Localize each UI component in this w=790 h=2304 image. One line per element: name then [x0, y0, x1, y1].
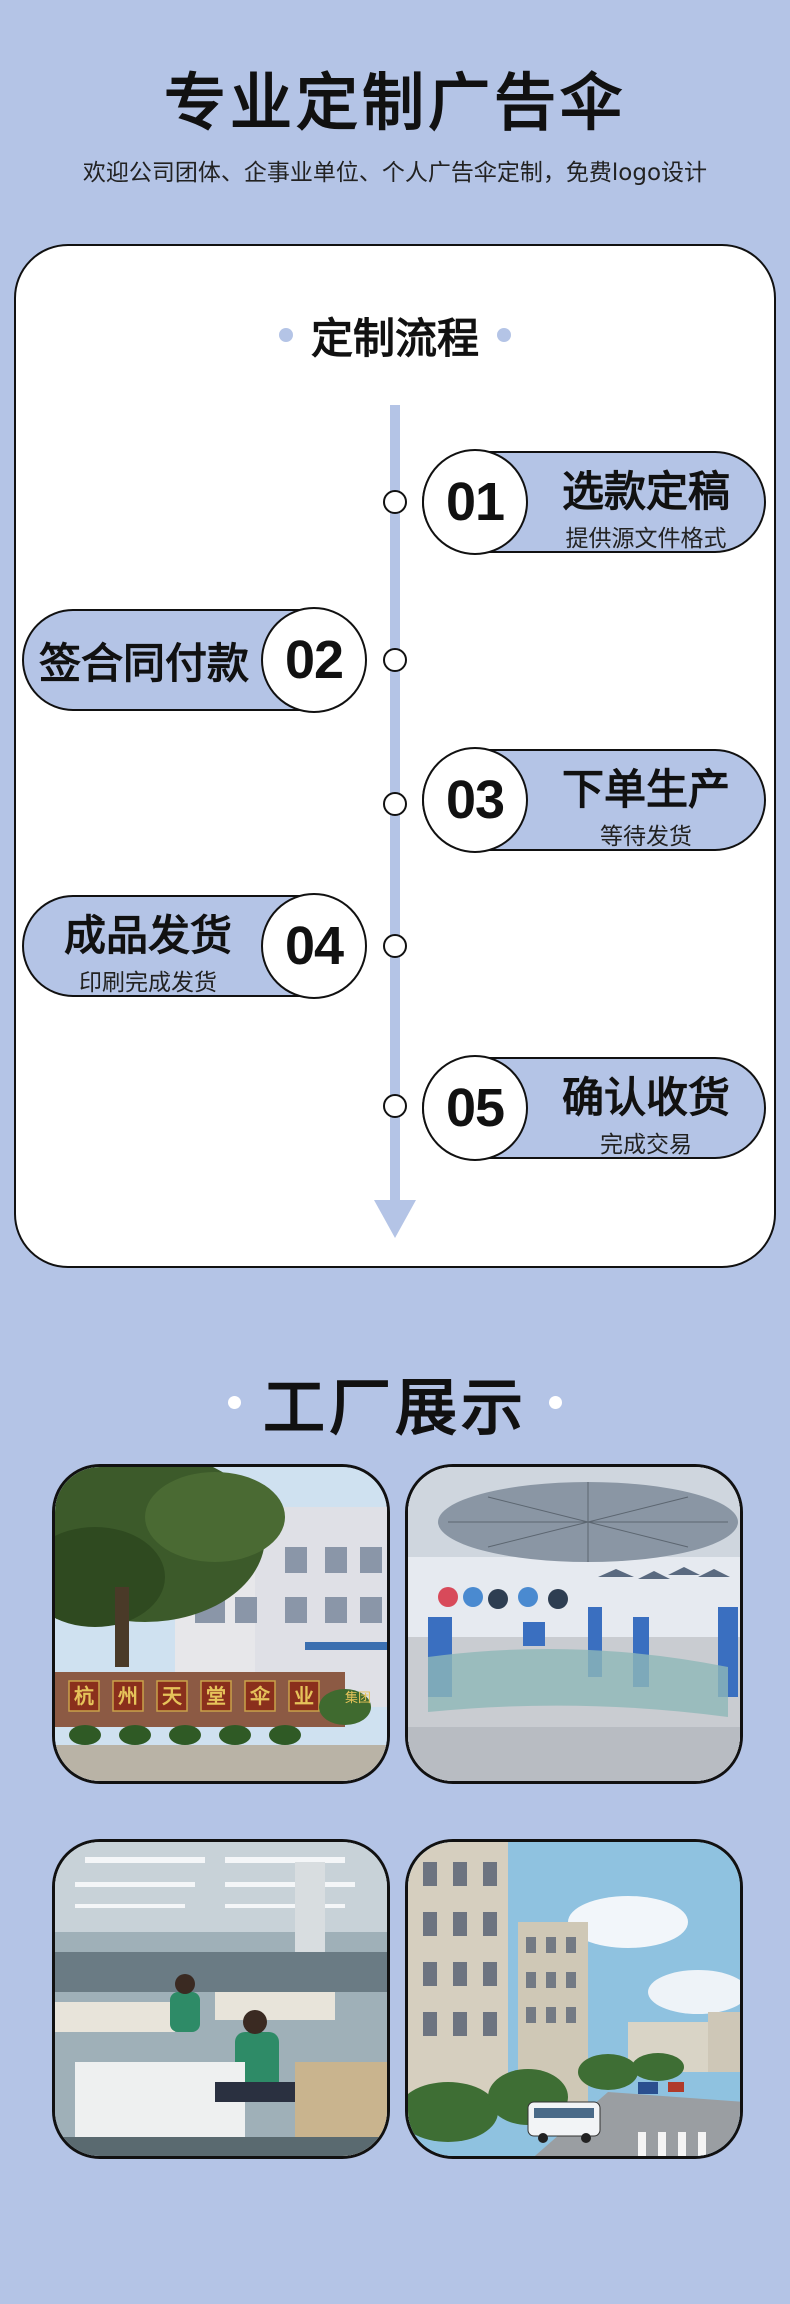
step-05-subtitle: 完成交易: [600, 1132, 692, 1158]
showroom-photo: [405, 1464, 743, 1784]
step-03-title: 下单生产: [561, 765, 730, 814]
step-03-number: 03: [422, 747, 528, 853]
step-04-title: 成品发货: [63, 911, 232, 960]
factory-sign-char: 伞: [249, 1684, 271, 1708]
title-dot-icon: [497, 328, 511, 342]
step-05-text: 确认收货 完成交易: [530, 1064, 762, 1159]
step-01-title: 选款定稿: [561, 467, 730, 516]
step-05-number: 05: [422, 1055, 528, 1161]
factory-sign-char: 杭: [74, 1684, 94, 1708]
timeline-node-4: [383, 934, 407, 958]
step-02-title: 签合同付款: [38, 639, 249, 688]
factory-title-row: 工厂展示: [0, 1365, 790, 1444]
step-01-text: 选款定稿 提供源文件格式: [530, 458, 762, 553]
step-04-text: 成品发货 印刷完成发货: [32, 902, 264, 997]
step-03-subtitle: 等待发货: [600, 824, 692, 850]
step-02-text: 签合同付款: [26, 630, 262, 691]
title-dot-icon: [227, 1395, 241, 1409]
title-dot-icon: [549, 1395, 562, 1409]
step-01-subtitle: 提供源文件格式: [565, 526, 727, 552]
timeline-node-3: [383, 792, 407, 816]
step-05-title: 确认收货: [561, 1073, 730, 1122]
factory-gate-photo: 杭州天堂伞业 集团: [52, 1464, 390, 1784]
workshop-photo: [52, 1839, 390, 2159]
factory-sign-char: 集团: [345, 1690, 371, 1706]
factory-title: 工厂展示: [262, 1371, 527, 1444]
step-03-text: 下单生产 等待发货: [530, 756, 762, 851]
factory-sign-char: 业: [294, 1684, 314, 1708]
page-title: 专业定制广告伞: [163, 66, 626, 139]
step-04-subtitle: 印刷完成发货: [79, 970, 217, 996]
timeline-node-5: [383, 1094, 407, 1118]
title-dot-icon: [278, 328, 293, 342]
arrow-down-icon: [374, 1200, 416, 1238]
page-subtitle: 欢迎公司团体、企事业单位、个人广告伞定制，免费logo设计: [82, 160, 708, 186]
process-title-row: 定制流程: [0, 305, 790, 365]
step-04-number: 04: [261, 893, 367, 999]
timeline-node-1: [383, 490, 407, 514]
step-02-number: 02: [261, 607, 367, 713]
step-01-number: 01: [422, 449, 528, 555]
factory-sign-char: 州: [118, 1684, 138, 1708]
process-title: 定制流程: [310, 313, 479, 363]
factory-sign-char: 天: [162, 1684, 183, 1708]
factory-sign-char: 堂: [206, 1684, 226, 1708]
timeline-node-2: [383, 648, 407, 672]
factory-buildings-photo: [405, 1839, 743, 2159]
